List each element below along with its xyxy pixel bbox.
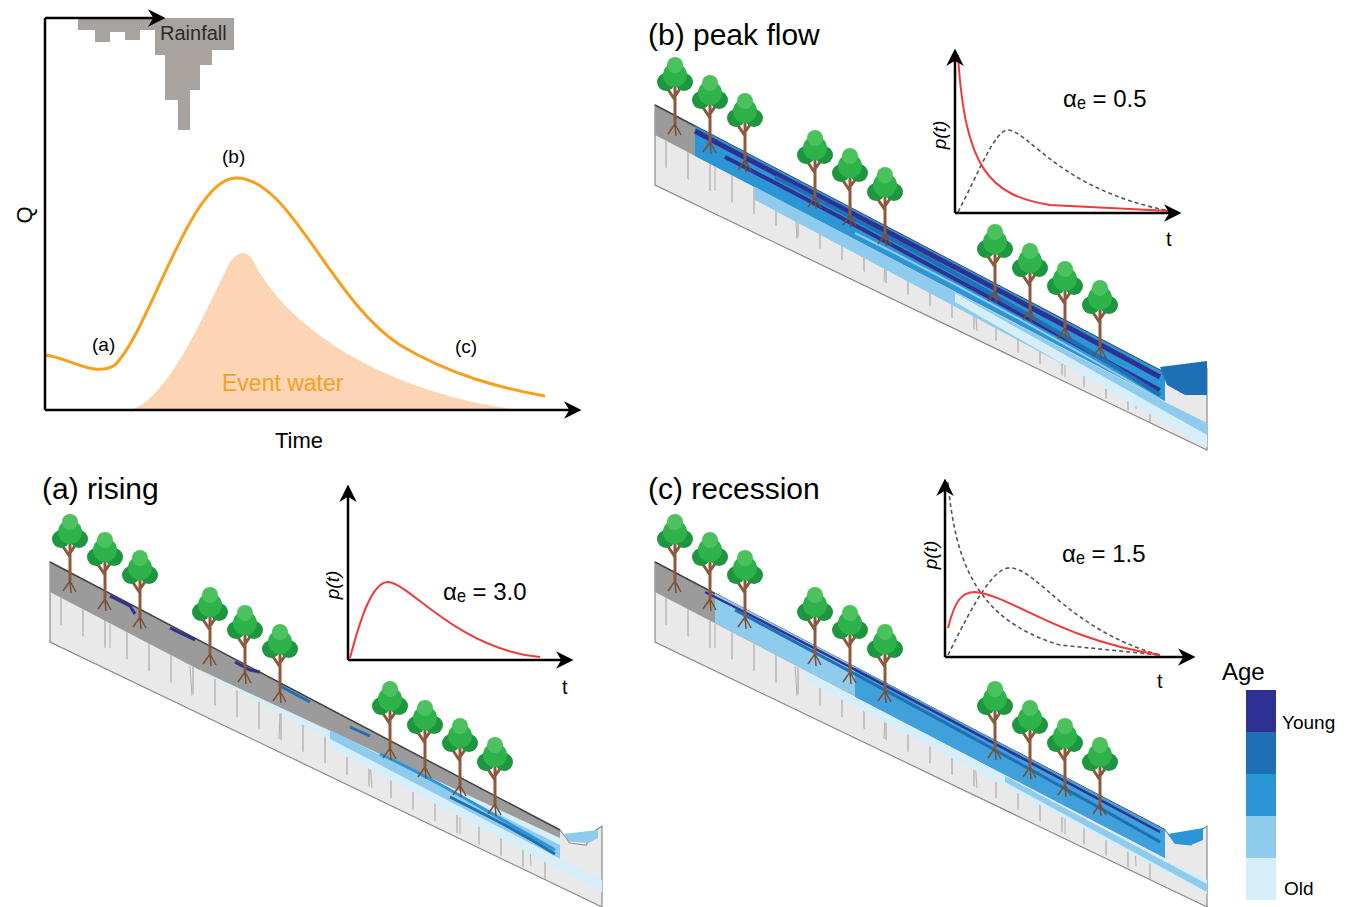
- axis-label: p(t): [322, 571, 344, 600]
- parameter-label: αₑ = 3.0: [443, 578, 527, 606]
- point-label: (b): [222, 146, 245, 168]
- legend-title: Age: [1222, 658, 1265, 686]
- legend-label: Old: [1284, 878, 1314, 900]
- point-label: (a): [92, 334, 115, 356]
- axis-label: Q: [12, 206, 37, 223]
- rainfall-label: Rainfall: [160, 22, 227, 45]
- event-water-label: Event water: [222, 370, 343, 396]
- panel-title: (c) recession: [648, 472, 820, 507]
- legend-swatch: [1246, 858, 1276, 900]
- parameter-label: αₑ = 0.5: [1063, 85, 1147, 113]
- panel-title: (b) peak flow: [648, 18, 820, 53]
- axis-label: t: [562, 676, 568, 699]
- legend-swatch: [1246, 690, 1276, 732]
- axis-label: t: [1157, 670, 1163, 693]
- parameter-label: αₑ = 1.5: [1062, 540, 1146, 568]
- age-swatch: [1246, 816, 1276, 858]
- axis-label: p(t): [929, 121, 951, 150]
- panel-title: (a) rising: [42, 472, 159, 507]
- axis-label: t: [1166, 228, 1172, 251]
- age-swatch: [1246, 774, 1276, 816]
- axis-label: p(t): [920, 541, 942, 570]
- axis-label: Time: [275, 428, 323, 453]
- point-label: (c): [455, 336, 477, 358]
- age-swatch: [1246, 732, 1276, 774]
- legend-label: Young: [1282, 712, 1335, 734]
